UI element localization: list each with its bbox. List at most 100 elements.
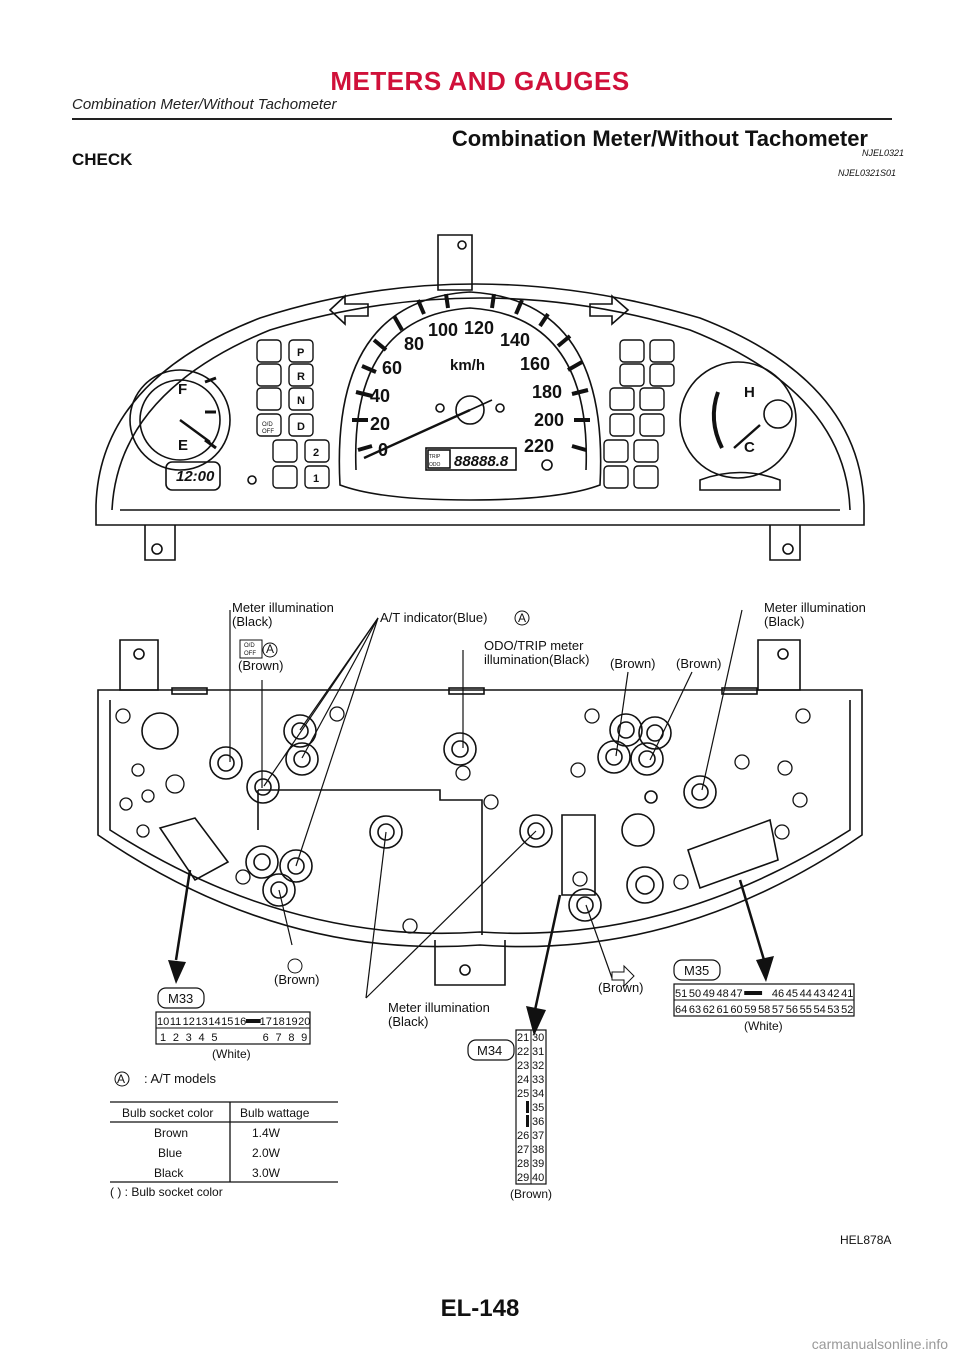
- legend-footnote: ( ) : Bulb socket color: [110, 1185, 223, 1199]
- m35-pin-57: 57: [772, 1004, 784, 1016]
- label-meter-illum-left-1: Meter illumination: [232, 600, 334, 615]
- label-seatbelt-brown: (Brown): [610, 656, 656, 671]
- m35-pin-49: 49: [703, 988, 715, 1000]
- m34-pin-36: 36: [532, 1116, 544, 1128]
- meter-front-view: [95, 234, 865, 561]
- m33-pin-20: 20: [298, 1016, 310, 1028]
- speed-mark-120: 120: [464, 318, 494, 338]
- m33-pin-5: 5: [211, 1032, 217, 1044]
- m34-pin-26: 26: [517, 1130, 529, 1142]
- m35-pin-46: 46: [772, 988, 784, 1000]
- m34-pin-28: 28: [517, 1158, 529, 1170]
- temp-hot-label: H: [744, 384, 755, 401]
- m34-pin-32: 32: [532, 1060, 544, 1072]
- odometer-display: 88888.8: [454, 453, 509, 470]
- m34-name: M34: [477, 1043, 502, 1058]
- gear-d: D: [297, 421, 305, 433]
- m33-key-bar: [245, 1019, 261, 1023]
- speed-mark-140: 140: [500, 330, 530, 350]
- legend-row-black-wattage: 3.0W: [252, 1166, 281, 1180]
- m33-pin-7: 7: [276, 1032, 282, 1044]
- m35-pin-63: 63: [689, 1004, 701, 1016]
- label-brake-brown: (Brown): [274, 972, 320, 987]
- legend-at-models: : A/T models: [144, 1071, 217, 1086]
- m33-pin-12: 12: [183, 1016, 195, 1028]
- speed-unit: km/h: [450, 357, 485, 374]
- m35-pin-45: 45: [786, 988, 798, 1000]
- m35-pin-50: 50: [689, 988, 701, 1000]
- m35-pin-53: 53: [827, 1004, 839, 1016]
- speed-mark-20: 20: [370, 414, 390, 434]
- m34-pin-22: 22: [517, 1046, 529, 1058]
- label-od-off-top: O/D: [244, 643, 255, 649]
- speed-mark-40: 40: [370, 386, 390, 406]
- m33-pin-14: 14: [208, 1016, 220, 1028]
- legend-row-blue-color: Blue: [158, 1146, 182, 1160]
- m33-pin-3: 3: [186, 1032, 192, 1044]
- m33-pin-10: 10: [157, 1016, 169, 1028]
- check-heading: CHECK: [72, 150, 133, 169]
- m34-pin-31: 31: [532, 1046, 544, 1058]
- gear-n: N: [297, 395, 305, 407]
- label-at-indicator: A/T indicator(Blue): [380, 610, 487, 625]
- speedometer-marks: 0 20 40 60 80 100 120 140 160 180 200 22…: [370, 318, 564, 460]
- m35-key-bar: [744, 991, 763, 995]
- m33-pin-1: 1: [160, 1032, 166, 1044]
- m34-key-bar-5: [526, 1101, 529, 1113]
- fuel-empty-label: E: [178, 437, 188, 454]
- m35-pin-51: 51: [675, 988, 687, 1000]
- label-meter-illum-bottom-1: Meter illumination: [388, 1000, 490, 1015]
- m33-pin-2: 2: [173, 1032, 179, 1044]
- m33-pin-6: 6: [263, 1032, 269, 1044]
- od-off-bottom: OFF: [262, 429, 274, 435]
- m35-pin-47: 47: [730, 988, 742, 1000]
- legend-row-brown-color: Brown: [154, 1126, 188, 1140]
- m35-pin-52: 52: [841, 1004, 853, 1016]
- trip-label: TRIP: [429, 454, 441, 460]
- m34-pin-38: 38: [532, 1144, 544, 1156]
- clock-display: 12:00: [176, 468, 215, 485]
- label-od-off-a-marker: A: [266, 642, 274, 656]
- speed-mark-220: 220: [524, 436, 554, 456]
- section-header-subtitle: Combination Meter/Without Tachometer: [72, 96, 337, 113]
- label-at-a-marker: A: [518, 611, 526, 625]
- section-header-title: METERS AND GAUGES: [330, 66, 630, 96]
- watermark: carmanualsonline.info: [811, 1336, 948, 1352]
- m34-pin-23: 23: [517, 1060, 529, 1072]
- m35-pin-61: 61: [717, 1004, 729, 1016]
- gear-2: 2: [313, 447, 319, 459]
- page-title: Combination Meter/Without Tachometer: [451, 126, 868, 151]
- label-od-off-bottom: OFF: [244, 651, 256, 657]
- legend-row-blue-wattage: 2.0W: [252, 1146, 281, 1160]
- connector-arrows: [174, 869, 766, 1011]
- m35-pin-64: 64: [675, 1004, 687, 1016]
- m33-pin-11: 11: [170, 1016, 181, 1028]
- m33-pin-19: 19: [285, 1016, 297, 1028]
- m35-pin-58: 58: [758, 1004, 770, 1016]
- m33-pin-8: 8: [288, 1032, 294, 1044]
- m35-pin-60: 60: [730, 1004, 742, 1016]
- speed-mark-200: 200: [534, 410, 564, 430]
- m35-pin-62: 62: [703, 1004, 715, 1016]
- section-ref: NJEL0321: [862, 148, 905, 158]
- fuel-full-label: F: [178, 381, 187, 398]
- gear-indicators: P R N D 2 1: [297, 347, 319, 485]
- m33-pin-4: 4: [199, 1032, 205, 1044]
- od-off-top: O/D: [262, 422, 273, 428]
- m35-pin-55: 55: [800, 1004, 812, 1016]
- m35-name: M35: [684, 963, 709, 978]
- m34-pin-33: 33: [532, 1074, 544, 1086]
- temp-cold-label: C: [744, 439, 755, 456]
- m34-pin-34: 34: [532, 1088, 544, 1100]
- m33-pin-18: 18: [273, 1016, 285, 1028]
- m34-pin-35: 35: [532, 1102, 544, 1114]
- m33-pin-9: 9: [301, 1032, 307, 1044]
- m34-pin-29: 29: [517, 1172, 529, 1184]
- m35-pin-42: 42: [827, 988, 839, 1000]
- m33-pin-16: 16: [234, 1016, 246, 1028]
- label-meter-illum-right-1: Meter illumination: [764, 600, 866, 615]
